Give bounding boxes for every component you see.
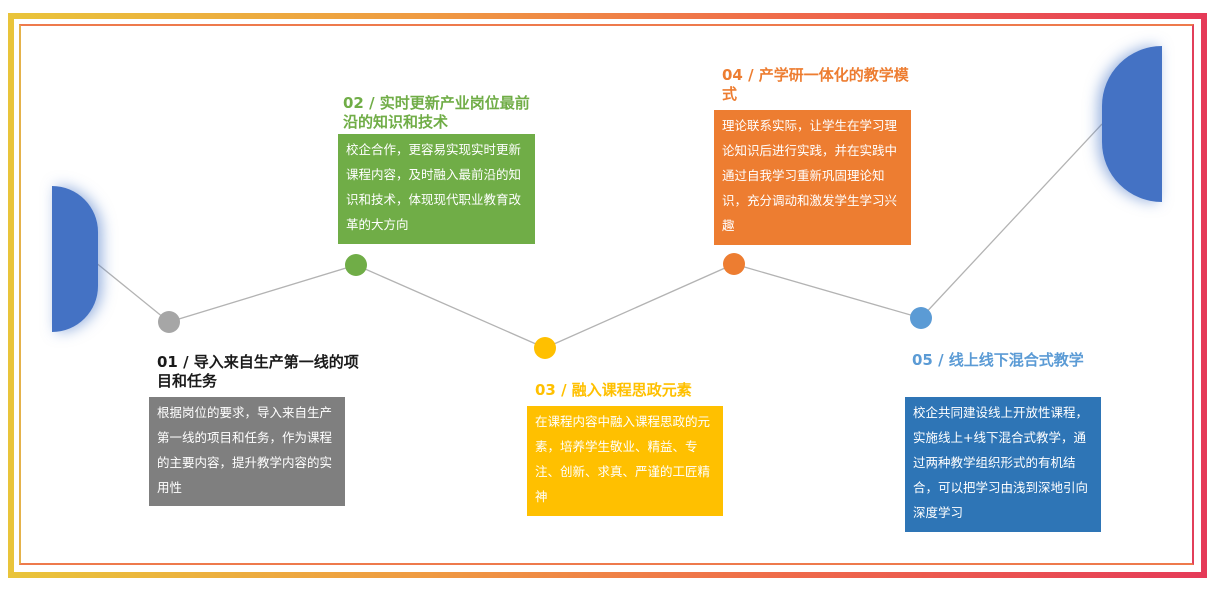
timeline-polyline	[94, 123, 1103, 349]
step-03-dot	[534, 337, 556, 359]
step-05-dot	[910, 307, 932, 329]
step-02-title: 02 / 实时更新产业岗位最前沿的知识和技术	[343, 94, 530, 131]
step-03-box: 在课程内容中融入课程思政的元素，培养学生敬业、精益、专注、创新、求真、严谨的工匠…	[527, 406, 723, 516]
step-04-box: 理论联系实际，让学生在学习理论知识后进行实践，并在实践中通过自我学习重新巩固理论…	[714, 110, 911, 245]
step-05-title: 05 / 线上线下混合式教学	[912, 351, 1084, 369]
gradient-frame-inner-line	[19, 24, 1194, 565]
step-04-dot	[723, 253, 745, 275]
step-05-box: 校企共同建设线上开放性课程，实施线上+线下混合式教学，通过两种教学组织形式的有机…	[905, 397, 1101, 532]
step-02-box: 校企合作，更容易实现实时更新课程内容，及时融入最前沿的知识和技术，体现现代职业教…	[338, 134, 535, 244]
step-01-title: 01 / 导入来自生产第一线的项目和任务	[157, 353, 359, 390]
step-03-title: 03 / 融入课程思政元素	[535, 381, 692, 399]
left-half-circle	[52, 186, 98, 332]
step-04-title: 04 / 产学研一体化的教学模式	[722, 66, 909, 103]
step-01-box: 根据岗位的要求，导入来自生产第一线的项目和任务，作为课程的主要内容，提升教学内容…	[149, 397, 345, 506]
right-half-circle	[1102, 46, 1162, 202]
step-01-dot	[158, 311, 180, 333]
step-02-dot	[345, 254, 367, 276]
